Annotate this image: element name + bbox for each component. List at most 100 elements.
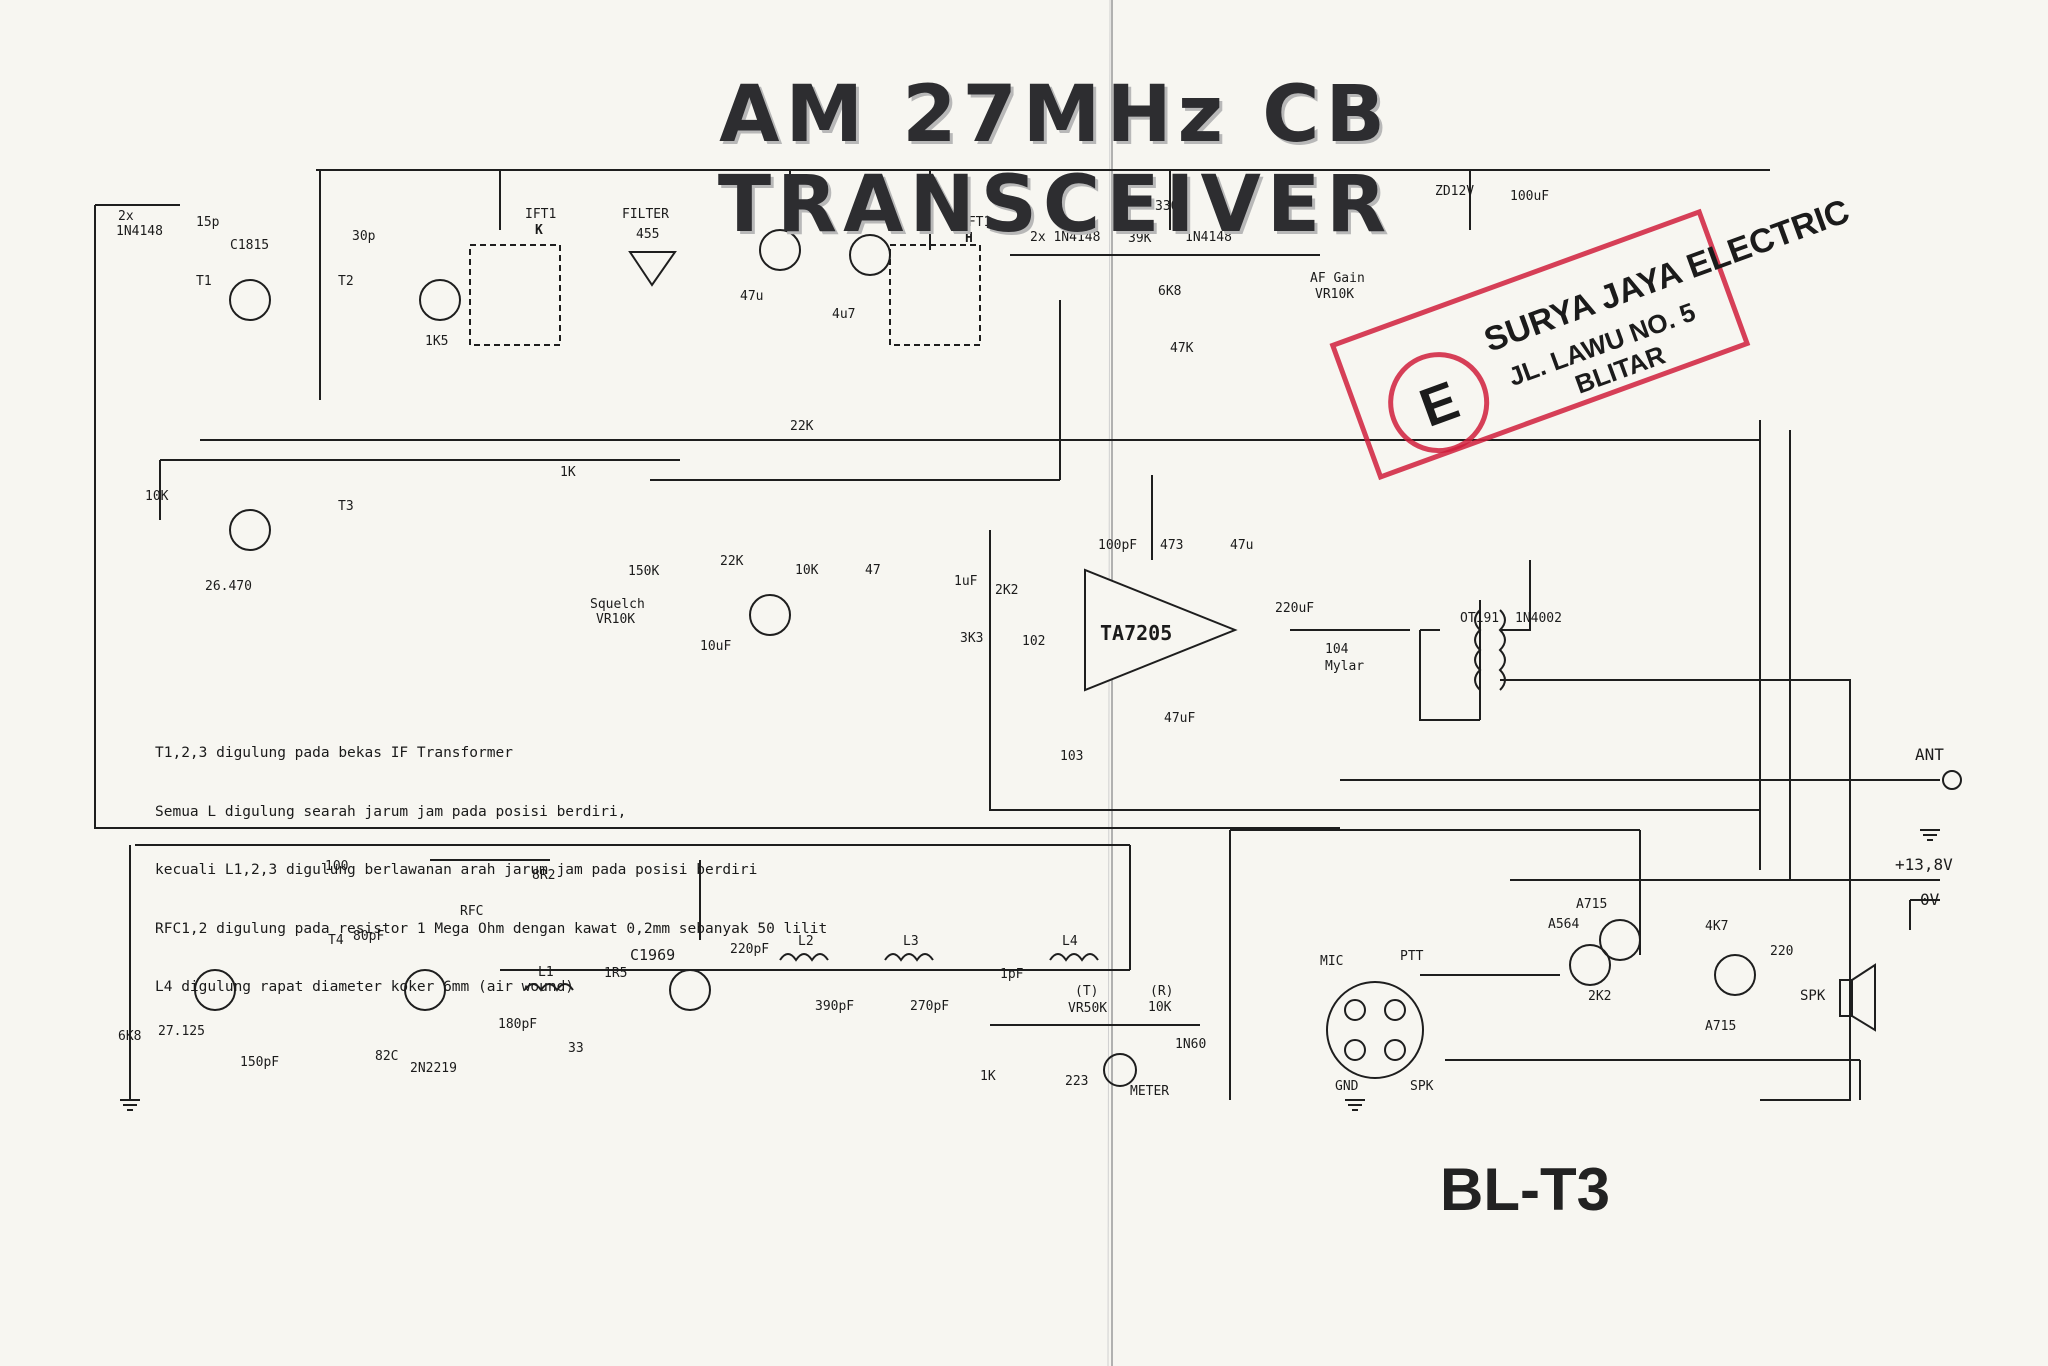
r-8r2-label: 8R2: [532, 868, 555, 883]
c-47u-b-label: 47u: [740, 289, 763, 304]
note-line: RFC1,2 digulung pada resistor 1 Mega Ohm…: [155, 920, 828, 937]
c-220uf-label: 220uF: [1275, 601, 1314, 616]
c-473-label: 473: [1160, 538, 1183, 553]
note-line: Semua L digulung searah jarum jam pada p…: [155, 803, 627, 820]
c-100uf-label: 100uF: [1510, 189, 1549, 204]
c-180pf-label: 180pF: [498, 1017, 537, 1032]
c-1uf-label: 1uF: [954, 574, 978, 589]
note-line: T1,2,3 digulung pada bekas IF Transforme…: [155, 745, 513, 761]
c-223-label: 223: [1065, 1074, 1088, 1089]
r-47k-label: 47K: [1170, 341, 1194, 356]
note-line: kecuali L1,2,3 digulung berlawanan arah …: [155, 862, 758, 878]
diodes-left-2x: 2x: [118, 209, 134, 224]
r-1k-label: 1K: [560, 465, 576, 480]
d-1n4002-label: 1N4002: [1515, 611, 1562, 626]
l1-label: L1: [538, 965, 554, 980]
spk-label: SPK: [1800, 988, 1826, 1004]
r-2k2b-label: 2K2: [1588, 989, 1611, 1004]
meter-label: METER: [1130, 1084, 1169, 1099]
zd-label: ZD12V: [1435, 184, 1474, 199]
r-10k-b-label: 10K: [145, 489, 169, 504]
t-c1815-label: C1815: [230, 238, 269, 253]
schematic-wires: [94, 169, 1940, 1101]
v-zero-label: 0V: [1920, 890, 1940, 909]
diodes-left-type: 1N4148: [116, 224, 163, 239]
ift1-tag: K: [535, 223, 543, 238]
r-330k-label: 330K: [1155, 199, 1186, 214]
t-a715b-label: A715: [1705, 1019, 1736, 1034]
r-33-label: 33: [568, 1041, 584, 1056]
t-a715a-label: A715: [1576, 897, 1607, 912]
ptt-label: PTT: [1400, 949, 1424, 964]
ift2-tag: H: [965, 231, 973, 246]
c-220pf-label: 220pF: [730, 942, 769, 957]
r-6k8b-label: 6K8: [1158, 284, 1181, 299]
l2-label: L2: [798, 934, 814, 949]
af-gain-label: AF Gain: [1310, 271, 1365, 286]
squelch-label: Squelch: [590, 597, 645, 612]
r-3k3-label: 3K3: [960, 631, 983, 646]
r-220-label: 220: [1770, 944, 1793, 959]
r-100-label: 100: [325, 859, 348, 874]
r-1k-mixer-label: 1K: [980, 1069, 996, 1084]
r-82c-label: 82C: [375, 1049, 398, 1064]
r-10k-label: 10K: [795, 563, 819, 578]
t4-label: T4: [328, 933, 344, 948]
c-100pf-label: 100pF: [1098, 538, 1137, 553]
r-47-label: 47: [865, 563, 881, 578]
diodes-top-label: 2x 1N4148: [1030, 230, 1100, 245]
filter-label: FILTER: [622, 207, 669, 222]
x1-label: 26.470: [205, 579, 252, 594]
c-47u-label: 47u: [1230, 538, 1253, 553]
ift1-label: IFT1: [525, 207, 556, 222]
t3-label: T3: [338, 499, 354, 514]
r-1r5-label: 1R5: [604, 966, 627, 981]
rfc-label: RFC: [460, 904, 483, 919]
mic-label: MIC: [1320, 954, 1343, 969]
note-line: L4 digulung rapat diameter koker 6mm (ai…: [155, 979, 575, 995]
c-390pf-label: 390pF: [815, 999, 854, 1014]
af-vr-label: VR10K: [1315, 287, 1354, 302]
ant-label: ANT: [1915, 745, 1944, 764]
notes-block: T1,2,3 digulung pada bekas IF Transforme…: [155, 705, 827, 1037]
mylar-label: Mylar: [1325, 659, 1364, 674]
t2-label: T2: [338, 274, 354, 289]
page-fold-shadow: [1107, 0, 1111, 1366]
c-4u7-label: 4u7: [832, 307, 855, 322]
t-2n2219-label: 2N2219: [410, 1061, 457, 1076]
squelch-vr-label: VR10K: [596, 612, 635, 627]
r-39k-label: 39K: [1128, 231, 1152, 246]
c-102-label: 102: [1022, 634, 1045, 649]
c-10uf-label: 10uF: [700, 639, 731, 654]
r-2k2-label: 2K2: [995, 583, 1018, 598]
x2-label: 27.125: [158, 1024, 205, 1039]
stamp-logo-letter: E: [1412, 370, 1466, 439]
c-150pf-label: 150pF: [240, 1055, 279, 1070]
page-title: AM 27MHz CB TRANSCEIVER: [717, 70, 1393, 250]
r-1k5-label: 1K5: [425, 334, 448, 349]
c-15p-label: 15p: [196, 215, 220, 230]
gnd-label: GND: [1335, 1079, 1359, 1094]
filter-value: 455: [636, 227, 659, 242]
l4-label: L4: [1062, 934, 1078, 949]
schematic-components: [120, 229, 1962, 1111]
t-c1969-label: C1969: [630, 946, 675, 964]
c-104-label: 104: [1325, 642, 1349, 657]
d-1n4148-label: 1N4148: [1185, 230, 1232, 245]
ift2-label: IFT1: [960, 215, 991, 230]
r-4k7-label: 4K7: [1705, 919, 1728, 934]
r-150k-label: 150K: [628, 564, 659, 579]
model-label: BL-T3: [1440, 1156, 1610, 1223]
c-30p-label: 30p: [352, 229, 376, 244]
v-plus-label: +13,8V: [1895, 855, 1953, 874]
spk-pin-label: SPK: [1410, 1079, 1434, 1094]
p-tag: P: [866, 188, 875, 206]
t1-label: T1: [196, 274, 212, 289]
t-a564-label: A564: [1548, 917, 1579, 932]
r-22k-b-label: 22K: [720, 554, 744, 569]
c-270pf-label: 270pF: [910, 999, 949, 1014]
c-103-label: 103: [1060, 749, 1083, 764]
component-labels: TA7205 ANT +13,8V 0V SPK MIC PTT GND SPK…: [116, 184, 1953, 1099]
